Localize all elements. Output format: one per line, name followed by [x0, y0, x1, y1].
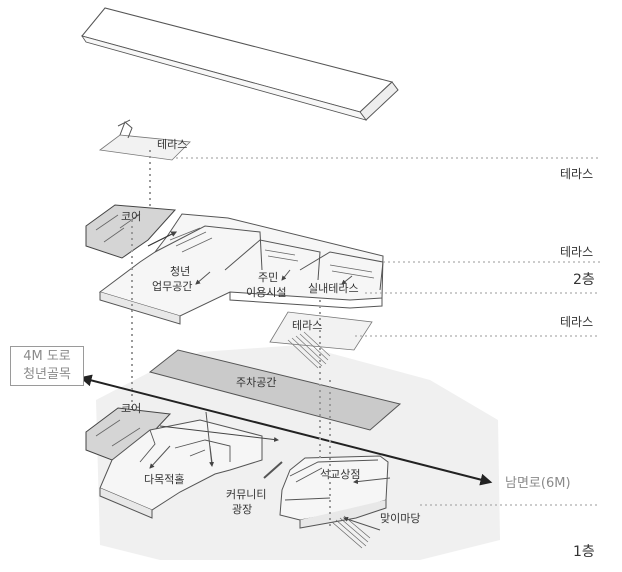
label-floor-2: 2층	[573, 272, 595, 288]
top-terrace-slab	[98, 119, 191, 161]
roof	[81, 7, 399, 121]
vertical-connectors	[131, 150, 331, 530]
road-4m-line-2: 청년골목	[23, 367, 71, 382]
label-resident-1: 주민	[258, 271, 278, 284]
label-multipurpose-hall: 다목적홀	[144, 473, 184, 486]
label-community-1: 커뮤니티	[226, 488, 266, 501]
leader-lines	[176, 157, 600, 506]
label-terrace-right-1: 테라스	[560, 167, 593, 181]
label-core-lower: 코어	[121, 402, 141, 415]
label-terrace-top: 테라스	[157, 138, 187, 151]
label-welcome-yard: 맞이마당	[380, 512, 420, 525]
label-core-upper: 코어	[121, 210, 141, 223]
label-youth-office-1: 청년	[170, 265, 190, 278]
second-floor-plan	[85, 204, 384, 325]
label-resident-2: 이용시설	[246, 286, 286, 299]
label-terrace-lower: 테라스	[292, 319, 322, 332]
label-terrace-right-2: 테라스	[560, 245, 593, 259]
label-floor-1: 1층	[573, 544, 595, 560]
label-parking: 주차공간	[236, 376, 276, 389]
road-4m-label: 4M 도로 청년골목	[10, 346, 84, 386]
label-community-2: 광장	[232, 503, 252, 516]
road-axis-arrow	[79, 374, 493, 486]
label-terrace-right-3: 테라스	[560, 315, 593, 329]
core-block-upper	[85, 204, 177, 259]
label-stone-bridge: 석교상점	[320, 468, 360, 481]
label-indoor-terrace: 실내테라스	[308, 282, 359, 295]
label-south-road: 남면로(6M)	[505, 476, 571, 491]
label-youth-office-2: 업무공간	[152, 280, 192, 293]
road-4m-line-1: 4M 도로	[23, 349, 71, 364]
